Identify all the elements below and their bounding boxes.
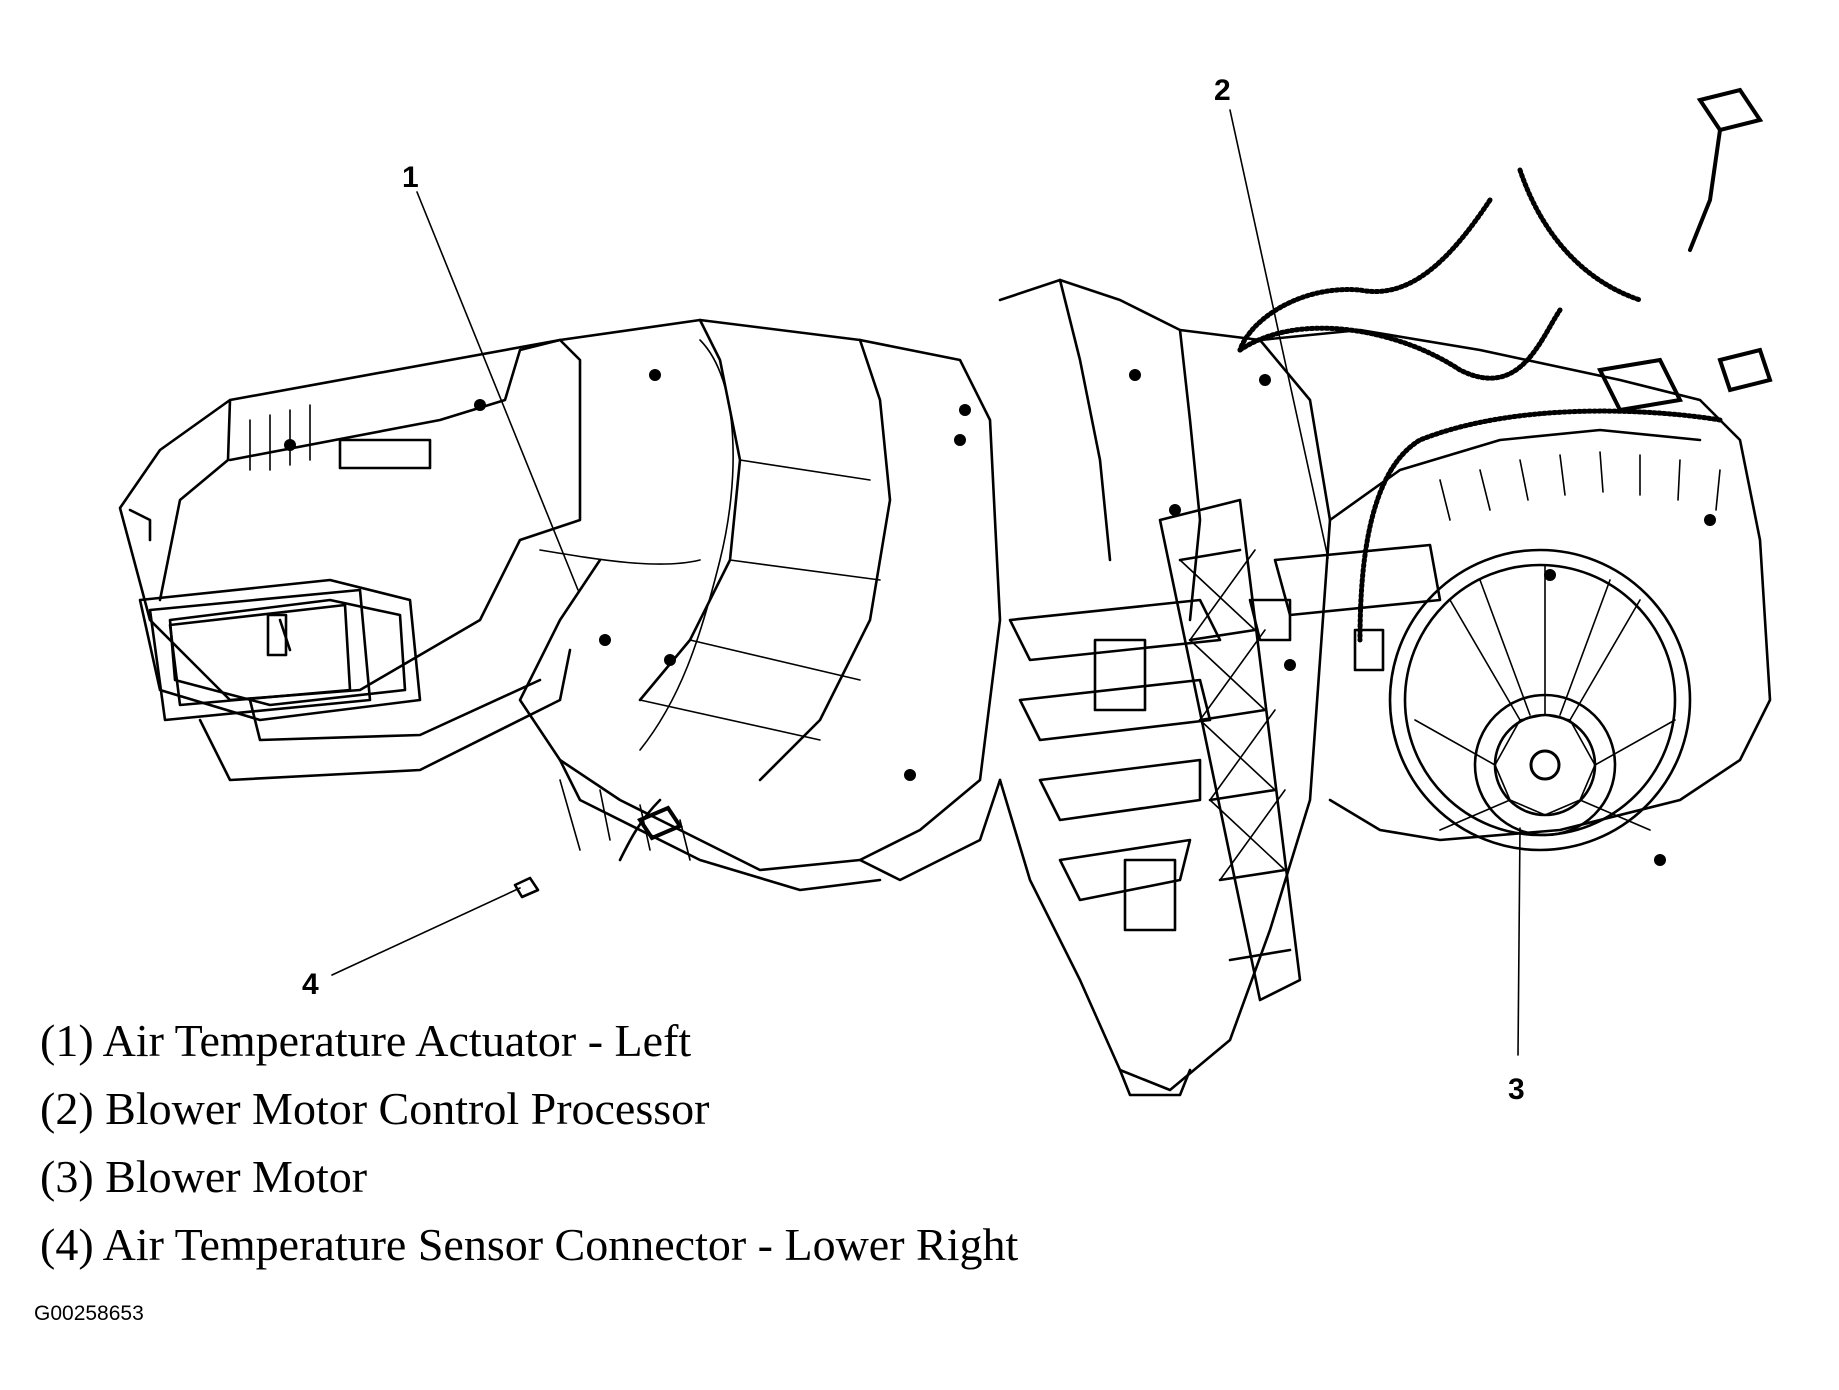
callout-1: 1: [402, 161, 419, 194]
temp-sensor-connector: [513, 798, 683, 899]
leader-lines: [331, 109, 1521, 1056]
leader-line-3: [1517, 827, 1521, 1056]
leader-line-1: [416, 191, 579, 591]
fasteners: [284, 369, 1716, 866]
legend: (1) Air Temperature Actuator - Left (2) …: [40, 1007, 1018, 1279]
figure-code: G00258653: [34, 1302, 144, 1325]
left-housing: [118, 338, 582, 782]
control-processor: [1248, 543, 1442, 672]
callout-4: 4: [302, 968, 319, 1001]
right-housing: [998, 278, 1332, 1097]
blower-housing: [1258, 328, 1772, 842]
left-vent: [128, 508, 372, 722]
wiring-harness: [539, 87, 1773, 751]
callout-2: 2: [1214, 74, 1231, 107]
filter-frame: [1158, 498, 1302, 1002]
legend-item-1: (1) Air Temperature Actuator - Left: [40, 1015, 692, 1066]
callout-3: 3: [1508, 1073, 1525, 1106]
legend-item-3: (3) Blower Motor: [40, 1151, 368, 1202]
leader-line-4: [331, 887, 521, 976]
legend-item-2: (2) Blower Motor Control Processor: [40, 1083, 710, 1134]
legend-item-4: (4) Air Temperature Sensor Connector - L…: [40, 1219, 1019, 1270]
blower-wheel: [1388, 548, 1692, 852]
center-duct: [518, 318, 1002, 892]
leader-line-2: [1229, 109, 1329, 559]
